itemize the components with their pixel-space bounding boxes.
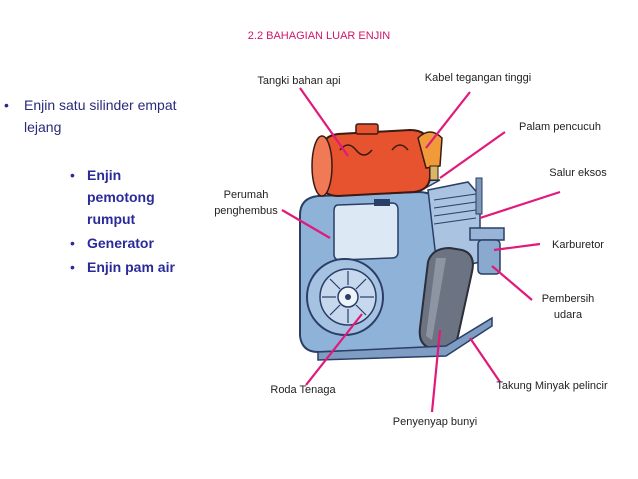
page-title: 2.2 BAHAGIAN LUAR ENJIN — [247, 30, 391, 42]
label-blower-housing: Perumah penghembus — [214, 189, 278, 217]
label-ht-cable: Kabel tegangan tinggi — [424, 72, 532, 84]
sub-bullet-text: Enjin pemotong rumput — [87, 167, 155, 227]
label-oil-sump: Takung Minyak pelincir — [496, 380, 608, 392]
bullet-dot-icon: • — [70, 259, 75, 275]
bullet-dot-icon: • — [70, 167, 75, 183]
label-carburetor: Karburetor — [552, 239, 604, 251]
engine-illustration — [299, 123, 505, 361]
bullet-dot-icon: • — [4, 97, 9, 113]
main-bullet-text: Enjin satu silinder empat lejang — [24, 97, 177, 135]
leader-lines — [281, 87, 561, 413]
label-air-cleaner: Pembersih udara — [541, 293, 595, 321]
main-bullet: • Enjin satu silinder empat lejang — [4, 94, 194, 138]
sub-bullet-text: Enjin pam air — [87, 259, 175, 275]
label-spark-plug: Palam pencucuh — [519, 121, 601, 133]
label-muffler: Penyenyap bunyi — [392, 416, 478, 428]
label-fuel-tank: Tangki bahan api — [257, 75, 341, 87]
bullet-dot-icon: • — [70, 235, 75, 251]
label-flywheel: Roda Tenaga — [270, 384, 336, 396]
sub-bullet: • Generator — [70, 232, 190, 254]
sub-bullet: • Enjin pam air — [70, 256, 190, 278]
sub-bullet: • Enjin pemotong rumput — [70, 164, 190, 230]
sub-bullet-text: Generator — [87, 235, 154, 251]
label-exhaust: Salur eksos — [549, 167, 607, 179]
